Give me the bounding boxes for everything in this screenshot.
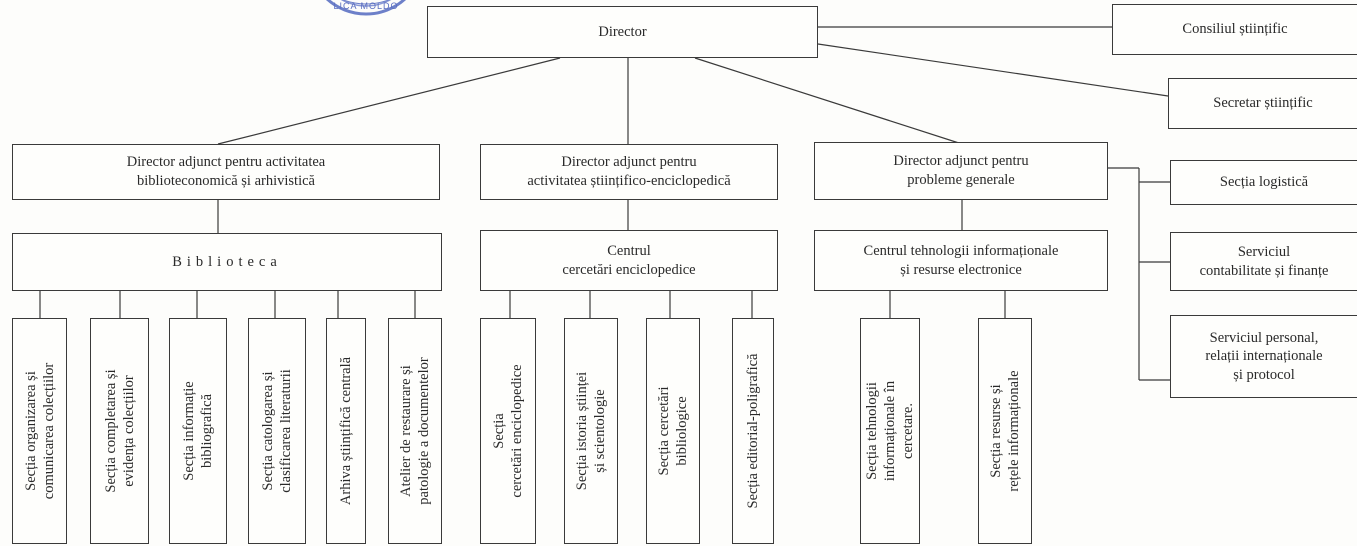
secretar-stiintific-box: Secretar științific <box>1168 78 1357 129</box>
centrul-tehnologii-box: Centrul tehnologii informaționale și res… <box>814 230 1108 291</box>
leaf-section: Secția cercetări bibliologice <box>646 318 700 544</box>
serviciul-contabilitate-box: Serviciul contabilitate și finanțe <box>1170 232 1357 291</box>
leaf-section-label: Secția organizarea și comunicarea colecț… <box>22 362 57 500</box>
leaf-section: Arhiva științifică centrală <box>326 318 366 544</box>
deputy-general-label: Director adjunct pentru probleme general… <box>893 153 1029 188</box>
deputy-biblio-box: Director adjunct pentru activitatea bibl… <box>12 144 440 200</box>
leaf-section: Secția istoria științei și scientologie <box>564 318 618 544</box>
leaf-section: Secția editorial-poligrafică <box>732 318 774 544</box>
leaf-section: Atelier de restaurare și patologie a doc… <box>388 318 442 544</box>
centrul-cercetari-label: Centrul cercetări enciclopedice <box>562 242 696 278</box>
director-box: Director <box>427 6 818 58</box>
leaf-section-label: Secția completarea și evidența colecțiil… <box>102 369 137 493</box>
sectia-logistica-box: Secția logistică <box>1170 160 1357 205</box>
centrul-tehnologii-label: Centrul tehnologii informaționale și res… <box>863 242 1059 278</box>
leaf-section: Secția informație bibliografică <box>169 318 227 544</box>
leaf-section: Secția resurse și rețele informaționale <box>978 318 1032 544</box>
leaf-section-label: Secția istoria științei și scientologie <box>573 371 608 491</box>
leaf-section: Secția completarea și evidența colecțiil… <box>90 318 149 544</box>
leaf-section-label: Secția editorial-poligrafică <box>744 353 761 509</box>
consiliul-stiintific-label: Consiliul științific <box>1182 21 1288 38</box>
leaf-section-label: Secția cercetări enciclopedice <box>490 364 525 498</box>
deputy-scientific-box: Director adjunct pentru activitatea știi… <box>480 144 778 200</box>
biblioteca-label: Biblioteca <box>172 253 282 270</box>
secretar-stiintific-label: Secretar științific <box>1213 95 1313 112</box>
leaf-section: Secția tehnologii informaționale în cerc… <box>860 318 920 544</box>
leaf-section: Secția catologarea și clasificarea liter… <box>248 318 306 544</box>
leaf-section-label: Atelier de restaurare și patologie a doc… <box>397 357 432 505</box>
stamp-seal-icon: LICA MOLDO <box>325 0 407 16</box>
deputy-general-box: Director adjunct pentru probleme general… <box>814 142 1108 200</box>
biblioteca-box: Biblioteca <box>12 233 442 291</box>
leaf-section: Secția organizarea și comunicarea colecț… <box>12 318 67 544</box>
leaf-section-label: Secția cercetări bibliologice <box>655 386 690 476</box>
director-label: Director <box>598 23 647 40</box>
leaf-section: Secția cercetări enciclopedice <box>480 318 536 544</box>
consiliul-stiintific-box: Consiliul științific <box>1112 4 1357 55</box>
svg-text:LICA MOLDO: LICA MOLDO <box>333 1 398 11</box>
serviciul-personal-label: Serviciul personal, relații internaționa… <box>1205 329 1323 383</box>
sectia-logistica-label: Secția logistică <box>1219 174 1309 191</box>
leaf-section-label: Secția informație bibliografică <box>180 381 215 481</box>
leaf-section-label: Secția tehnologii informaționale în cerc… <box>863 380 917 482</box>
serviciul-contabilitate-label: Serviciul contabilitate și finanțe <box>1199 243 1329 279</box>
leaf-section-label: Secția resurse și rețele informaționale <box>987 370 1022 492</box>
serviciul-personal-box: Serviciul personal, relații internaționa… <box>1170 315 1357 398</box>
leaf-section-label: Secția catologarea și clasificarea liter… <box>259 369 294 493</box>
leaf-section-label: Arhiva științifică centrală <box>337 356 354 506</box>
deputy-biblio-label: Director adjunct pentru activitatea bibl… <box>126 154 326 189</box>
deputy-scientific-label: Director adjunct pentru activitatea știi… <box>527 154 731 189</box>
centrul-cercetari-box: Centrul cercetări enciclopedice <box>480 230 778 291</box>
